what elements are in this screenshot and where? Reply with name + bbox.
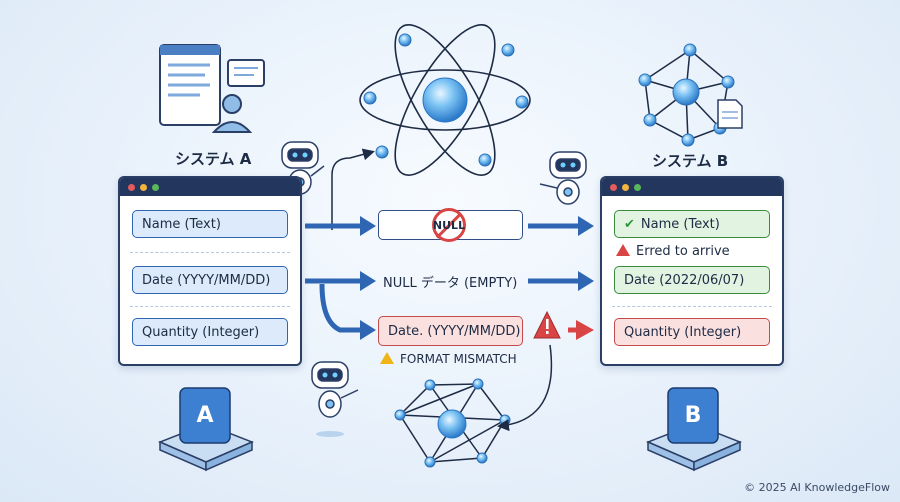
box-b-icon: [646, 387, 742, 472]
date-format-box: Date. (YYYY/MM/DD): [378, 316, 523, 346]
box-a-letter: A: [196, 403, 214, 428]
window-title-bar: [602, 178, 782, 196]
warning-icon: [616, 244, 630, 256]
window-minimize-dot[interactable]: [622, 183, 629, 191]
window-close-dot[interactable]: [610, 183, 617, 191]
system-b-date-field: Date (2022/06/07): [614, 266, 770, 294]
window-title-bar: [120, 178, 300, 196]
null-data-label: NULL データ (EMPTY): [383, 276, 518, 291]
system-b-quantity-field: Quantity (Integer): [614, 318, 770, 346]
atom-icon: [359, 24, 531, 176]
format-mismatch-warning: FORMAT MISMATCH: [380, 352, 517, 366]
flow-arrows: [305, 148, 594, 432]
window-close-dot[interactable]: [128, 183, 135, 191]
divider: [130, 252, 290, 253]
window-maximize-dot[interactable]: [634, 183, 641, 191]
system-b-name-label: Name (Text): [640, 216, 720, 232]
document-icon: [717, 99, 743, 129]
robot-icon-top-left: [281, 141, 325, 195]
copyright-text: © 2025 AI KnowledgeFlow: [744, 481, 890, 494]
null-prohibited-icon: NULL: [432, 208, 466, 242]
system-a-date-field: Date (YYYY/MM/DD): [132, 266, 288, 294]
system-a-name-field: Name (Text): [132, 210, 288, 238]
error-warning-icon: [533, 310, 561, 339]
divider: [612, 306, 772, 307]
format-mismatch-text: FORMAT MISMATCH: [400, 352, 517, 366]
divider: [130, 306, 290, 307]
system-b-warning-text: Erred to arrive: [636, 244, 730, 259]
system-a-window: Name (Text) Date (YYYY/MM/DD) Quantity (…: [118, 176, 302, 366]
check-icon: ✔: [624, 216, 635, 232]
window-maximize-dot[interactable]: [152, 183, 159, 191]
system-a-quantity-field: Quantity (Integer): [132, 318, 288, 346]
window-minimize-dot[interactable]: [140, 183, 147, 191]
system-b-window: ✔ Name (Text) Erred to arrive Date (2022…: [600, 176, 784, 366]
null-label: NULL: [432, 218, 466, 232]
box-b-letter: B: [684, 403, 702, 428]
system-b-title: システム B: [652, 152, 729, 170]
warning-icon: [380, 352, 394, 364]
robot-icon-bottom: [311, 361, 359, 437]
system-b-name-field: ✔ Name (Text): [614, 210, 770, 238]
robot-icon-top-right: [539, 151, 587, 205]
box-a-icon: [158, 387, 254, 472]
system-a-title: システム A: [175, 150, 252, 168]
system-b-warning: Erred to arrive: [616, 244, 730, 259]
computer-user-icon: [159, 44, 265, 133]
